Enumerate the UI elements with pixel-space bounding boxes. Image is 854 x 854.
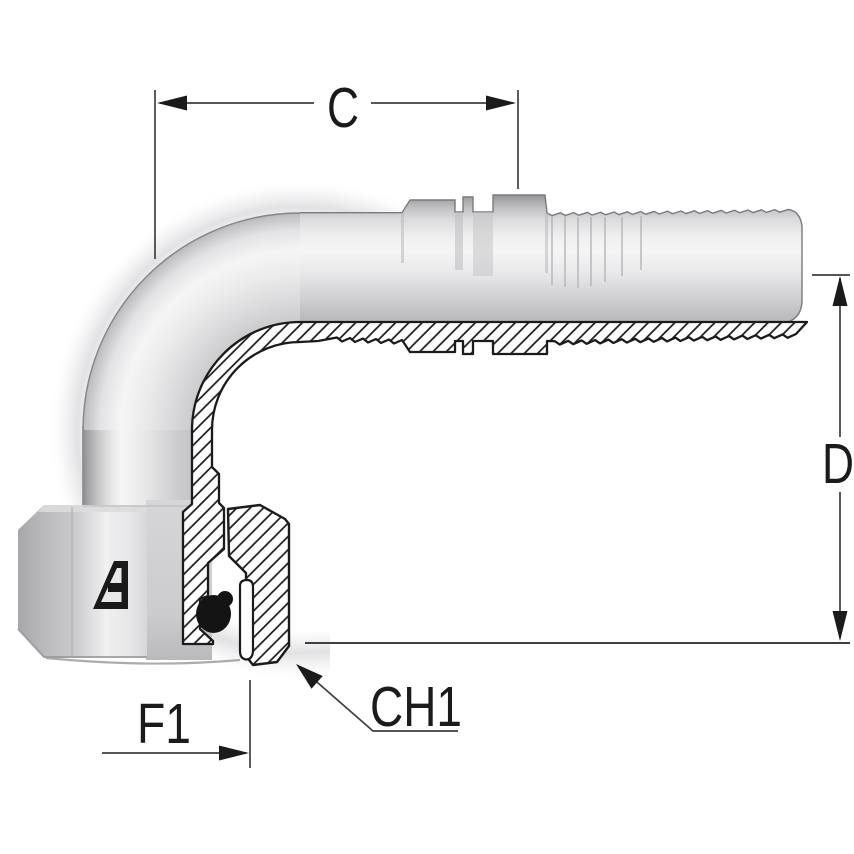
section-wall-hatch [181, 320, 809, 646]
dim-d-arrowhead-down [832, 611, 848, 641]
dim-ch1-leader [301, 668, 458, 732]
fitting-body [17, 194, 803, 665]
nut-section-block [226, 503, 291, 667]
dim-d-label: D [822, 432, 854, 496]
dimension-c [154, 90, 519, 259]
nut-side-face [18, 505, 72, 658]
vertical-tube-leg [83, 426, 192, 508]
dim-c-arrowhead-left [157, 95, 187, 111]
dimension-ch1 [296, 664, 458, 732]
dim-ch1-label: CH1 [370, 675, 462, 739]
elbow-outer-edge [82, 212, 301, 431]
dim-c-arrowhead-right [486, 95, 516, 111]
nut-bottom-edge [17, 628, 147, 658]
dimension-f1 [102, 680, 251, 768]
collar-groove-shading [401, 212, 548, 276]
nose-bottom-edge [45, 656, 241, 665]
o-ring [196, 591, 233, 633]
hose-tail-silhouette-edge [300, 194, 803, 323]
dim-f1-arrowhead [219, 745, 249, 761]
seal-nose [238, 578, 255, 661]
dim-f1-label: F1 [137, 692, 191, 756]
dim-c-label: C [327, 76, 359, 140]
dimension-d [305, 274, 850, 644]
dim-d-arrowhead-up [832, 276, 848, 306]
dim-ch1-arrowhead [296, 664, 323, 689]
barb-ridge-lines [551, 216, 642, 288]
manufacturer-logo-icon [93, 561, 128, 609]
nut-top-face [38, 505, 147, 512]
elbow-bend [83, 213, 300, 430]
